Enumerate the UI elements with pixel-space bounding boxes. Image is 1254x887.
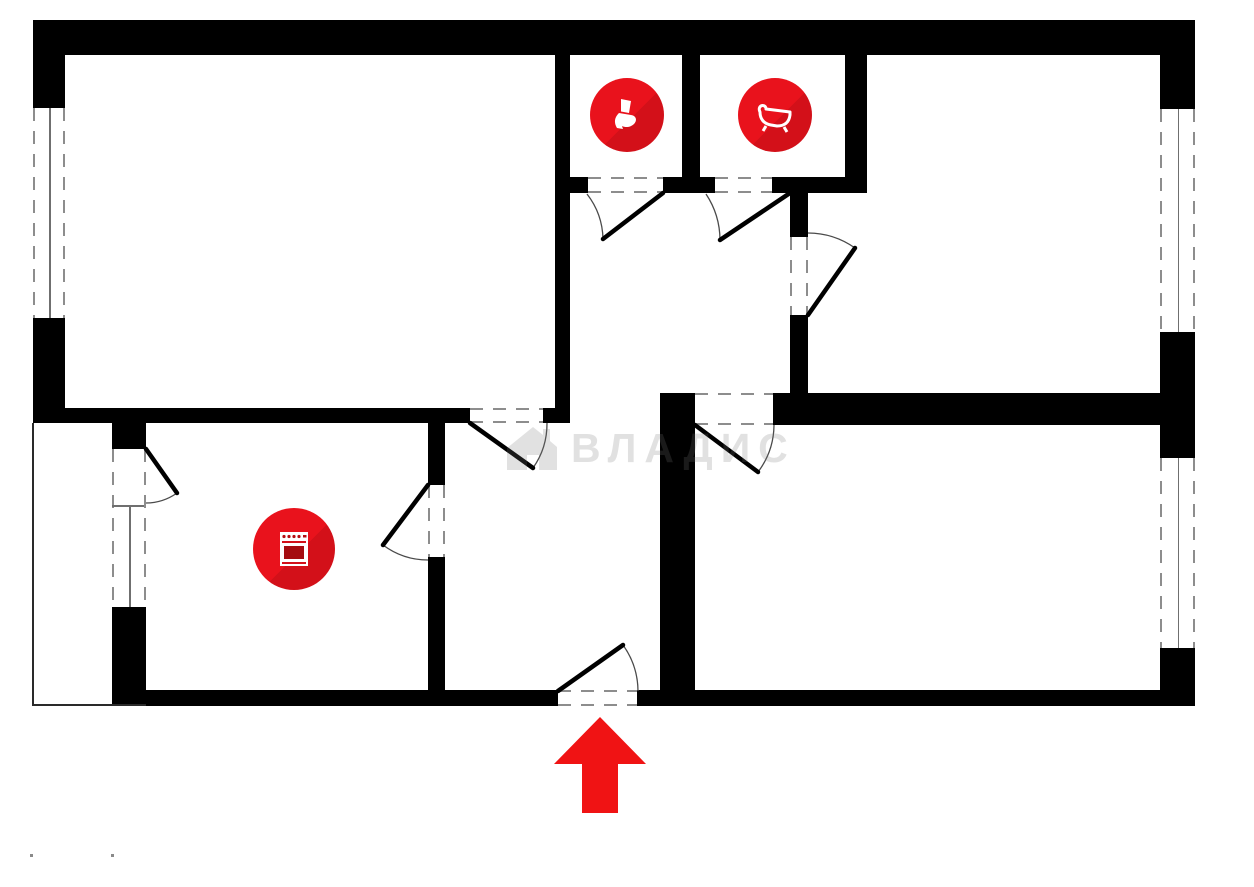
artifact-dot: [111, 854, 114, 857]
door-opening-kitchen: [428, 485, 445, 557]
window-right-2: [1160, 458, 1195, 648]
balcony-block-opening: [112, 449, 146, 607]
door-arc-entrance: [622, 644, 639, 692]
door-opening-bath: [715, 177, 772, 193]
door-arc-balcony: [145, 492, 178, 504]
door-panel-room-topright: [805, 245, 858, 318]
window-left: [33, 108, 65, 318]
door-panel-wc: [600, 190, 666, 242]
window-glass-line: [1177, 458, 1179, 648]
door-panel-room-bottomright: [692, 422, 761, 475]
door-arc-room-topright: [807, 232, 856, 249]
door-arc-bath: [705, 193, 721, 241]
wall-bath-right: [845, 55, 867, 193]
wall-corridor-right: [660, 393, 695, 690]
door-panel-balcony: [143, 446, 180, 496]
wall-corridor-left: [555, 55, 570, 420]
door-panel-kitchen: [380, 482, 431, 548]
door-opening-room-topleft: [470, 408, 543, 423]
wall-wc-bath-partition: [682, 55, 700, 193]
door-arc-kitchen: [382, 544, 429, 561]
wall-horizontal-left: [33, 408, 570, 423]
window-glass-line: [49, 108, 51, 318]
door-opening-room-topright: [790, 237, 808, 315]
window-glass-line: [1177, 109, 1179, 332]
entrance-arrow: [554, 717, 646, 813]
door-opening-room-bottomright: [695, 393, 773, 425]
bathtub-icon: [738, 78, 812, 152]
bathtub-glyph: [757, 103, 792, 133]
stove-icon: [253, 508, 335, 590]
door-panel-entrance: [555, 642, 626, 694]
toilet-icon: [590, 78, 664, 152]
toilet-glyph: [614, 99, 636, 129]
door-arc-room-topleft: [532, 422, 548, 469]
balcony-window-glass-line: [129, 505, 131, 607]
door-opening-wc: [588, 177, 663, 193]
door-arc-wc: [586, 193, 604, 240]
balcony-outline-left: [32, 423, 34, 706]
artifact-dot: [30, 854, 33, 857]
door-panel-room-topleft: [467, 420, 536, 471]
wall-outer-bottom: [112, 690, 1195, 706]
stove-glyph: [280, 532, 308, 566]
balcony-outline-bottom: [32, 704, 146, 706]
window-right-1: [1160, 109, 1195, 332]
door-panel-bath: [717, 190, 793, 243]
door-opening-entrance: [558, 690, 637, 706]
door-arc-room-bottomright: [757, 424, 775, 473]
wall-outer-top: [33, 20, 1195, 55]
